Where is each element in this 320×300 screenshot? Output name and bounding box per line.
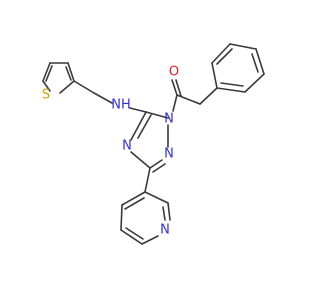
bond: [176, 94, 201, 105]
triazole-n2-label: N: [164, 147, 174, 162]
triazole-n1-label: N: [164, 112, 174, 127]
bond: [121, 191, 146, 206]
bond: [171, 79, 178, 96]
bond: [149, 159, 163, 169]
triazole-n1-atom: N: [164, 112, 174, 127]
bond: [216, 48, 233, 65]
acyl-group: [171, 79, 218, 112]
bond: [42, 80, 51, 92]
bond: [137, 114, 152, 139]
triazole-n2-atom: N: [164, 147, 174, 162]
bond: [124, 197, 145, 210]
triazole-n4-label: N: [122, 139, 132, 154]
triazole-n4-atom: N: [122, 139, 132, 154]
thiophene-ring: [42, 62, 75, 94]
oxygen-label: O: [169, 65, 179, 80]
sulfur-atom: S: [42, 88, 50, 103]
sulfur-label: S: [42, 88, 50, 103]
bond: [220, 82, 244, 87]
phenyl-ring: [211, 43, 265, 93]
bond: [145, 111, 169, 119]
bond: [211, 62, 218, 89]
pyridine-ring: [120, 191, 171, 245]
bond: [175, 79, 182, 97]
bond: [125, 227, 144, 240]
bond: [120, 204, 123, 231]
bond: [199, 87, 218, 105]
bond: [129, 107, 147, 113]
bond: [65, 66, 72, 81]
pyridine-n-atom: N: [160, 223, 170, 238]
bond: [144, 167, 151, 193]
amine-label: NH: [111, 98, 131, 113]
bond: [255, 48, 265, 75]
bond: [120, 229, 143, 245]
bond: [67, 62, 75, 82]
bond: [216, 87, 246, 93]
triazole-ring: [130, 111, 169, 173]
bond: [152, 163, 166, 173]
methylene-linker: [73, 80, 113, 104]
bond: [251, 53, 259, 73]
bond: [244, 73, 265, 93]
molecule-diagram: S NH O N N N N: [42, 43, 265, 245]
bond: [172, 94, 178, 112]
bond: [130, 111, 147, 141]
oxygen-atom: O: [169, 65, 179, 80]
pyridine-n-label: N: [160, 223, 170, 238]
amine-atom: NH: [111, 98, 131, 113]
bond: [229, 43, 257, 50]
bond: [73, 80, 95, 94]
bond: [141, 235, 159, 245]
bond: [162, 206, 166, 221]
bond: [45, 65, 53, 82]
bond: [93, 92, 113, 104]
bond: [59, 80, 75, 94]
bond: [167, 202, 171, 221]
atom-labels: S NH O N N N N: [42, 65, 179, 238]
bond: [144, 191, 169, 204]
bond: [130, 151, 151, 169]
bond: [211, 43, 231, 64]
bond: [42, 62, 51, 82]
